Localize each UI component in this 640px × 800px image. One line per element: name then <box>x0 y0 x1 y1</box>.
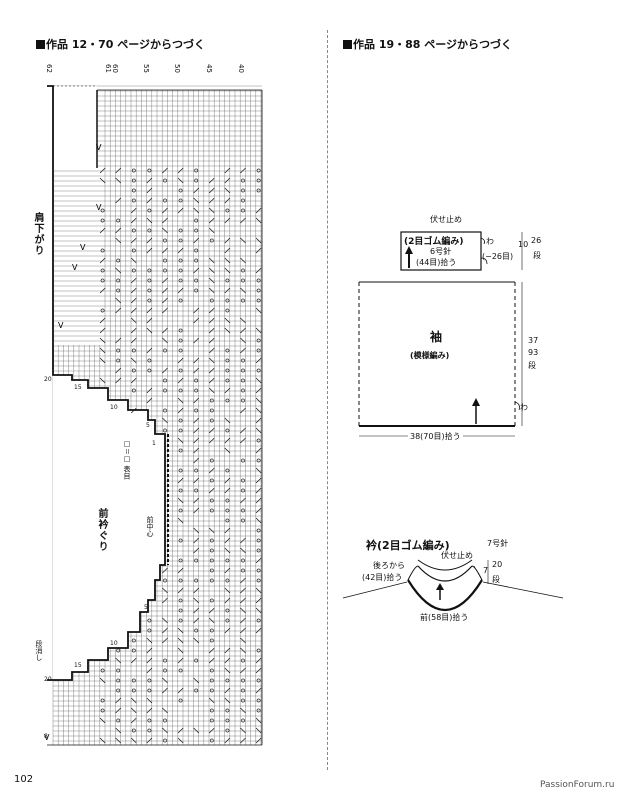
shoulder-slope-label: 肩下がり <box>32 212 43 256</box>
collar-rows: 20 <box>492 560 503 569</box>
col-number: 60 <box>111 64 119 73</box>
col-number: 45 <box>205 64 213 73</box>
v-stitch-mark: V <box>96 143 102 152</box>
col-number: 40 <box>237 64 245 73</box>
stitch-symbols <box>99 167 262 744</box>
collar-rib: (2目ゴム編み) <box>377 539 450 552</box>
collar-needle: 7号針 <box>487 539 509 548</box>
body-dan: 段 <box>528 361 536 370</box>
body-height: 37 <box>528 336 539 345</box>
row-number: 1 <box>152 440 156 447</box>
row-number: 15 <box>74 384 82 391</box>
front-center-label: 前中心 <box>146 516 154 537</box>
square-bullet-icon <box>343 40 352 49</box>
row-number: 10 <box>110 640 118 647</box>
collar-height: 7 <box>483 566 489 575</box>
row-number: 15 <box>74 662 82 669</box>
collar-front-pickup: 前(58目)拾う <box>420 613 469 622</box>
v-stitch-mark: V <box>80 243 86 252</box>
square-bullet-icon <box>36 40 45 49</box>
cuff-height: 10 <box>518 240 529 249</box>
right-heading: 作品 19・88 ページからつづく <box>343 36 512 52</box>
collar-title: 衿(2目ゴム編み) <box>366 537 450 553</box>
page-number: 102 <box>14 774 34 785</box>
decrease-label: (−26目) <box>482 252 514 261</box>
row-number: 5 <box>146 422 150 429</box>
collar-title-text: 衿 <box>366 539 377 552</box>
cuff-rows: 26 <box>531 236 542 245</box>
collar-back-from: 後ろから <box>373 561 405 570</box>
col-number: 61 <box>104 64 112 73</box>
v-stitch-mark: V <box>96 203 102 212</box>
collar-back-pickup: (42目)拾う <box>362 573 403 582</box>
collar-bind-off: 伏せ止め <box>441 551 473 560</box>
cuff-dan: 段 <box>533 251 541 260</box>
col-number: 50 <box>173 64 181 73</box>
v-stitch-mark: V <box>72 263 78 272</box>
sleeve-bind-off: 伏せ止め <box>430 215 462 224</box>
collar-dan: 段 <box>492 575 500 584</box>
row-number: 20 <box>44 376 52 383</box>
wa-label: わ <box>486 237 494 246</box>
sleeve-bottom-pickup: 38(70目)拾う <box>408 431 463 442</box>
col-number: 55 <box>142 64 150 73</box>
sleeve-title: 袖 <box>430 330 443 344</box>
sleeve-pickup: (44目)拾う <box>416 258 457 267</box>
row-number: 8 <box>44 733 48 740</box>
column-divider <box>327 30 328 770</box>
watermark: PassionForum.ru <box>540 780 615 790</box>
left-heading: 作品 12・70 ページからつづく <box>36 36 205 52</box>
front-neckline-label: 前衿ぐり <box>96 508 107 552</box>
row-number: 20 <box>44 676 52 683</box>
row-number: 10 <box>110 404 118 411</box>
sleeve-needle: 6号針 <box>430 247 452 256</box>
body-rows: 93 <box>528 348 539 357</box>
wa-label-2: わ <box>520 403 528 412</box>
legend-label: □＝□ 表目 <box>123 440 131 480</box>
sleeve-pattern: (模様編み) <box>410 351 450 360</box>
v-stitch-mark: V <box>44 733 50 742</box>
col-number: 62 <box>45 64 53 73</box>
row-elimination-label: 段消し <box>35 640 43 661</box>
sleeve-rib-title: (2目ゴム編み) <box>404 237 464 247</box>
row-number: 5 <box>144 604 148 611</box>
v-stitch-mark: V <box>58 321 64 330</box>
